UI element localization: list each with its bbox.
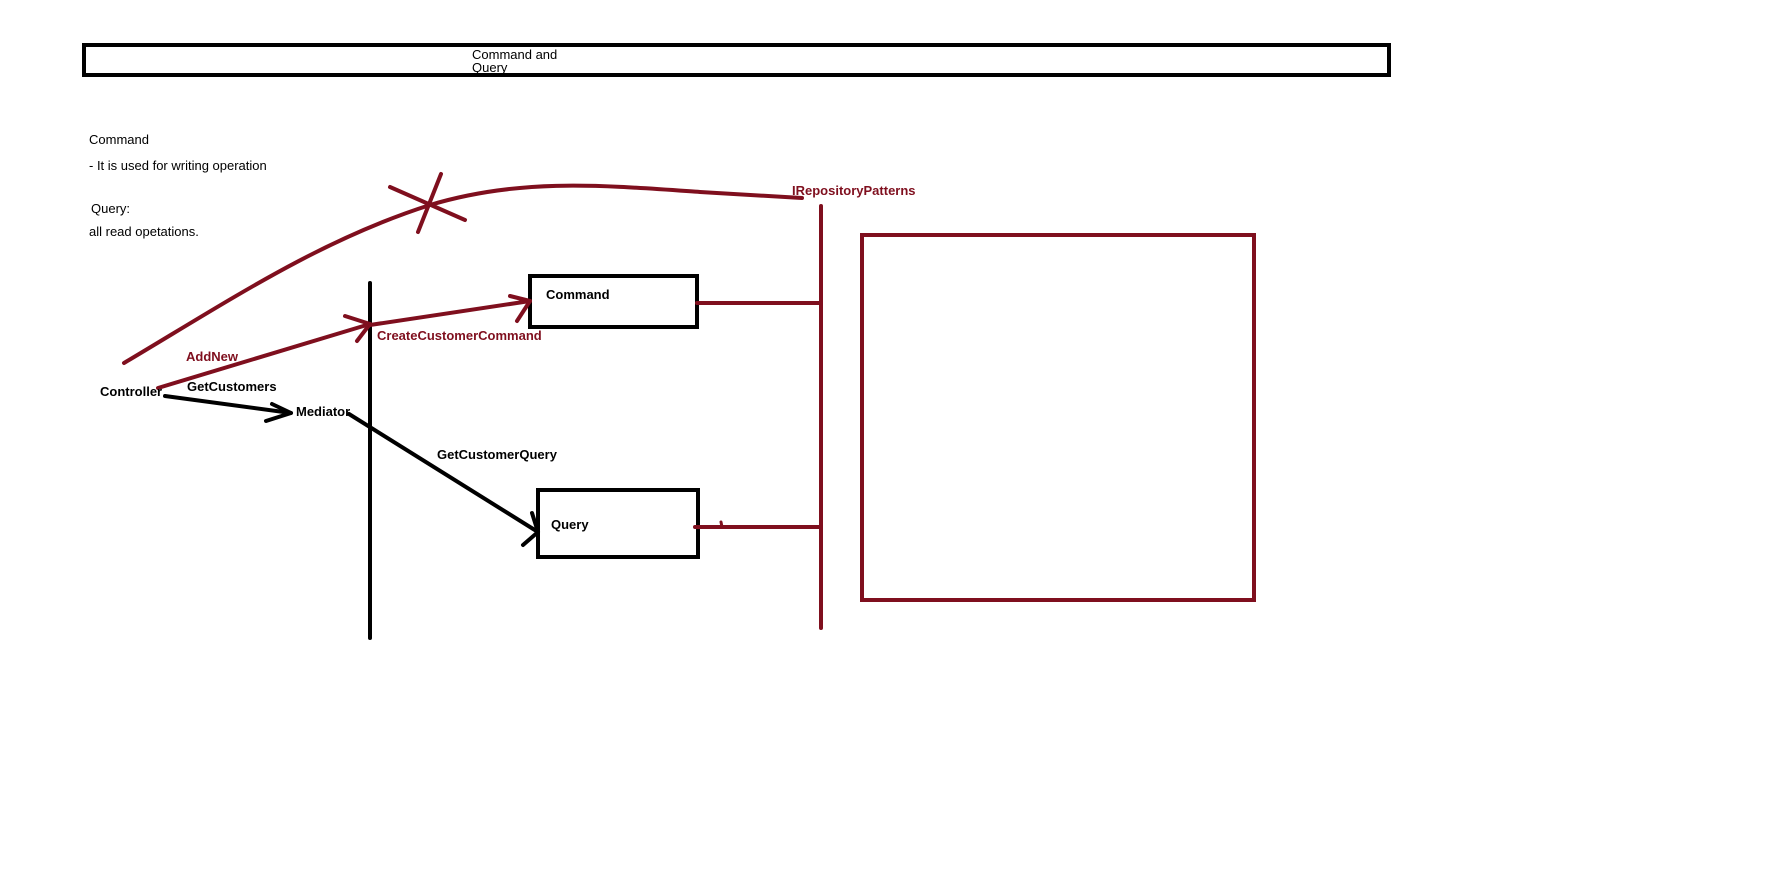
title-box	[82, 43, 1391, 77]
add-new-label: AddNew	[186, 349, 239, 364]
query-box	[536, 488, 700, 559]
get-customer-query-arrow	[347, 412, 540, 534]
command-heading: Command	[89, 132, 149, 147]
get-customers-arrow	[163, 394, 293, 415]
query-box-label: Query	[551, 517, 589, 532]
add-new-arrow-segment-1	[156, 322, 372, 390]
get-customer-query-arrowhead	[521, 511, 540, 547]
query-description: all read opetations.	[89, 224, 199, 239]
data-store-box	[860, 233, 1256, 602]
create-customer-command-label: CreateCustomerCommand	[377, 328, 542, 343]
get-customer-query-label: GetCustomerQuery	[437, 447, 558, 462]
query-heading: Query:	[91, 201, 130, 216]
command-box-label: Command	[546, 287, 610, 302]
cross-mark-stroke-2	[416, 172, 443, 234]
command-description: - It is used for writing operation	[89, 158, 267, 173]
repository-label: IRepositoryPatterns	[792, 183, 916, 198]
title-line-1: Command and	[472, 47, 557, 62]
controller-label: Controller	[100, 384, 162, 399]
get-customers-arrowhead	[264, 402, 293, 423]
mediator-label: Mediator	[296, 404, 350, 419]
query-connector-tick	[719, 520, 724, 529]
add-new-arrow-segment-2	[368, 299, 532, 327]
add-new-arrowhead-2	[508, 294, 532, 323]
title-line-2: Query	[472, 60, 508, 75]
get-customers-label: GetCustomers	[187, 379, 277, 394]
